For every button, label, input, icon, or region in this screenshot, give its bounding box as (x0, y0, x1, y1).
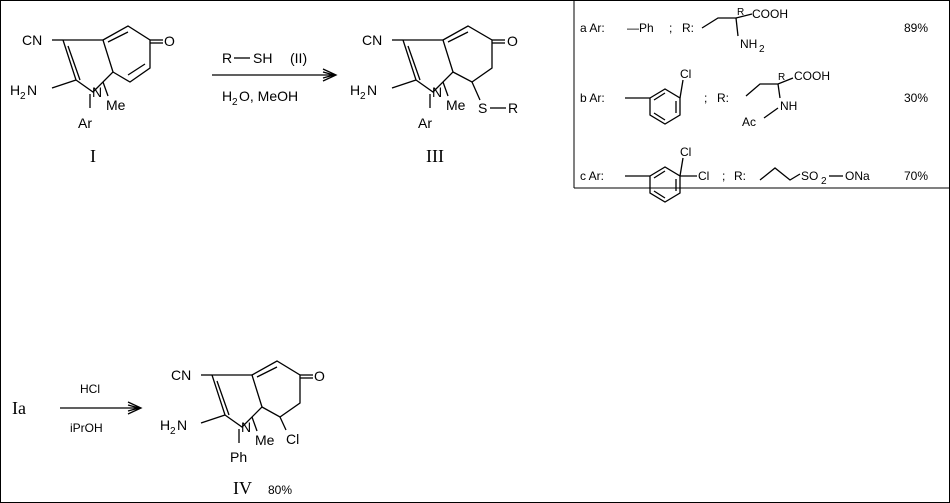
stereo-label: R (737, 7, 744, 18)
n-label: N (241, 419, 251, 435)
stereo-label: R (778, 72, 785, 83)
solvent-h: H (222, 88, 232, 104)
cl-label: Cl (680, 67, 691, 81)
yield-label: 89% (904, 21, 928, 35)
cl-label-2: Cl (698, 169, 709, 183)
r-tag: R: (717, 91, 729, 105)
separator: ; (704, 91, 707, 105)
nh-label: NH (780, 99, 797, 113)
ar-label: Ar (78, 115, 92, 131)
nh2-n-label: N (27, 82, 37, 98)
r-tag: R: (682, 21, 694, 35)
nh2-sub-label: 2 (759, 44, 765, 55)
nh2-h-label: H (350, 82, 360, 98)
yield-label: 70% (904, 169, 928, 183)
compound-label: IV (233, 478, 252, 498)
separator: ; (722, 169, 725, 183)
row-tag: c Ar: (580, 169, 604, 183)
nh2-n-label: NH (740, 37, 757, 51)
solvent-rest: O, MeOH (239, 88, 298, 104)
reaction-arrow-1: R SH (II) H 2 O, MeOH (212, 50, 338, 108)
compound-label: I (90, 146, 96, 166)
yield-label: 30% (904, 91, 928, 105)
separator: ; (669, 21, 672, 35)
oxo-label: O (507, 33, 518, 49)
yield-label: 80% (268, 483, 292, 497)
so2-sub-label: 2 (821, 176, 827, 187)
reagent-label: HCl (80, 382, 100, 396)
reaction-arrow-2: Ia HCl iPrOH (12, 382, 143, 435)
nh2-n-label: N (367, 82, 377, 98)
row-tag: b Ar: (580, 91, 605, 105)
cooh-label: COOH (794, 69, 830, 83)
oxo-label: O (164, 33, 175, 49)
start-material-label: Ia (12, 398, 26, 418)
legend-row-c: c Ar: Cl Cl ; R: SO 2 ONa 70% (580, 145, 928, 203)
nh2-sub-label: 2 (20, 91, 26, 102)
compound-i: CN H 2 N N Me Ar O I (10, 25, 175, 166)
reagent-tag: (II) (290, 50, 307, 66)
nh2-sub-label: 2 (360, 91, 366, 102)
cn-label: CN (22, 32, 42, 48)
row-tag: a Ar: (580, 21, 605, 35)
ar-label: Ar (418, 115, 432, 131)
compound-iv: CN H 2 N N Me Ph O Cl IV 80% (160, 360, 325, 498)
ona-label: ONa (845, 169, 870, 183)
solvent-sub: 2 (232, 97, 238, 108)
nh2-h-label: H (160, 417, 170, 433)
me-label: Me (446, 97, 466, 113)
nh2-n-label: N (177, 417, 187, 433)
legend-row-b: b Ar: Cl ; R: R COOH NH Ac 30% (580, 67, 928, 129)
s-label: S (478, 100, 487, 116)
r-tag: R: (734, 169, 746, 183)
me-label: Me (255, 432, 275, 448)
reagent-sh: SH (253, 50, 272, 66)
cn-label: CN (171, 367, 191, 383)
cooh-label: COOH (752, 7, 788, 21)
solvent-label: iPrOH (70, 421, 103, 435)
oxo-label: O (314, 368, 325, 384)
so2-label: SO (801, 169, 818, 183)
ar-ph: —Ph (627, 21, 654, 35)
compound-iii: CN H 2 N N Me Ar O S R III (350, 25, 518, 166)
n-label: N (432, 84, 442, 100)
cn-label: CN (362, 32, 382, 48)
r-label: R (508, 100, 518, 116)
n-label: N (92, 84, 102, 100)
cl-label-1: Cl (680, 145, 691, 159)
cl-label: Cl (286, 431, 299, 447)
legend-row-a: a Ar: —Ph ; R: R COOH NH 2 89% (580, 7, 928, 55)
ph-label: Ph (230, 449, 247, 465)
me-label: Me (106, 97, 126, 113)
nh2-h-label: H (10, 82, 20, 98)
compound-label: III (426, 146, 444, 166)
ac-label: Ac (742, 115, 756, 129)
nh2-sub-label: 2 (170, 426, 176, 437)
reagent-r: R (222, 50, 232, 66)
